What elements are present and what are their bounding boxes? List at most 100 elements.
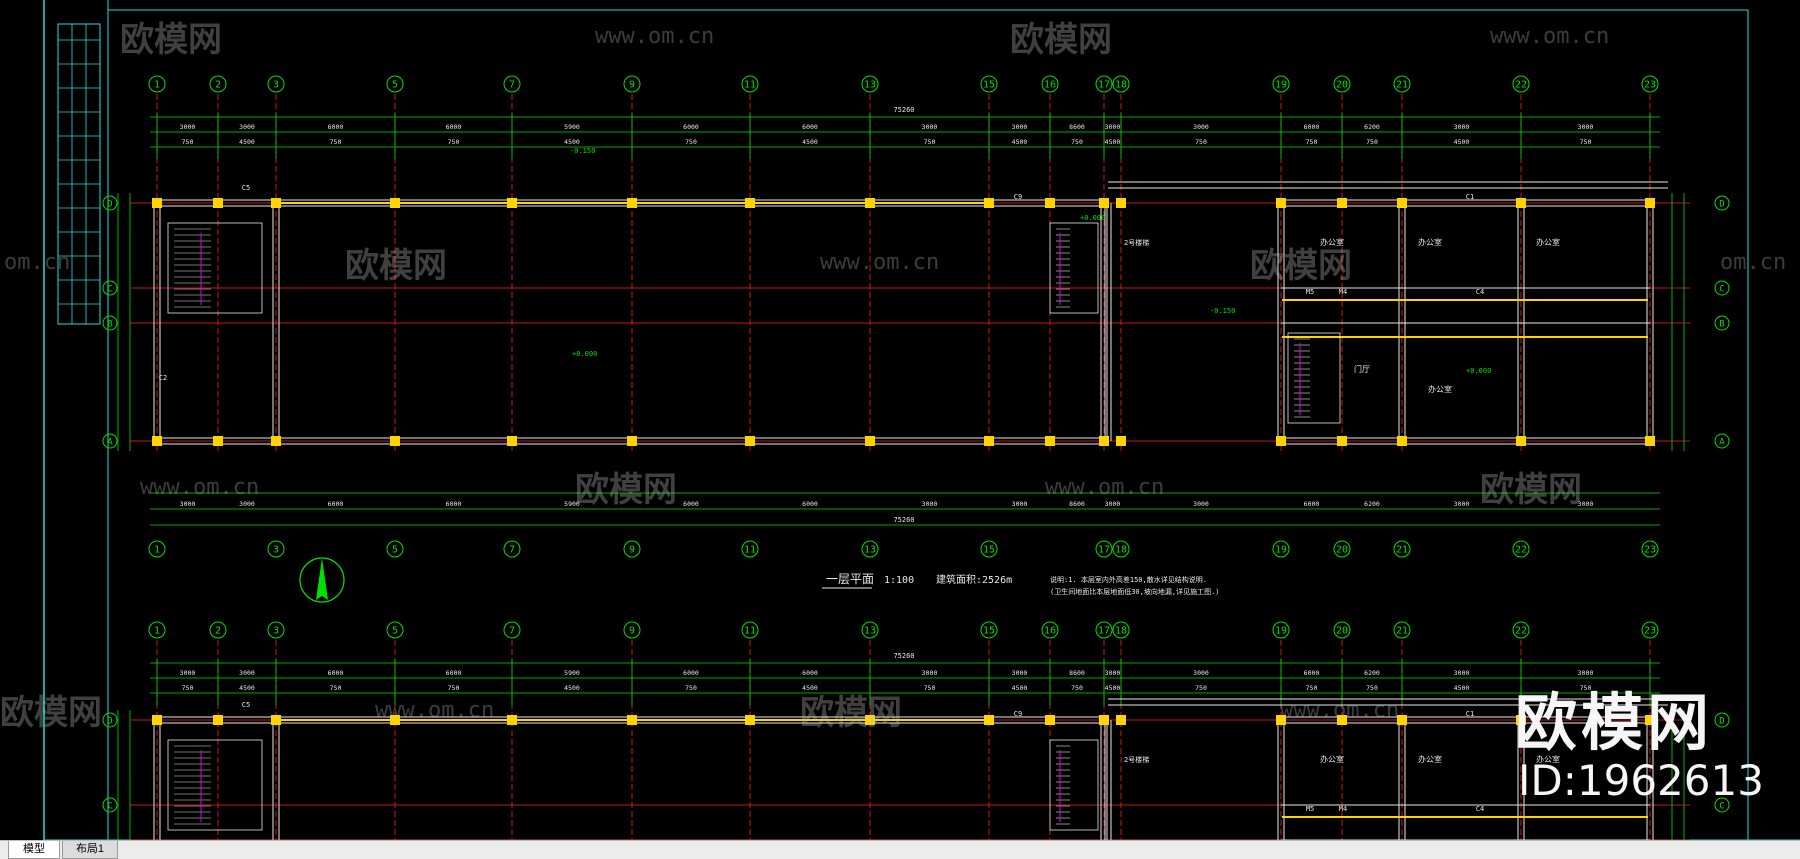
floor-plan-drawing[interactable]: 7526030007503000450060007506000750590045… bbox=[0, 0, 1800, 841]
beam-label: M4 bbox=[1339, 805, 1347, 813]
grid-bubble bbox=[148, 621, 166, 639]
dimension-text: 750 bbox=[1580, 684, 1592, 692]
structural-column bbox=[1276, 198, 1286, 208]
layout-tab-bar: 模型 布局1 bbox=[0, 840, 1800, 859]
grid-bubble bbox=[1095, 75, 1113, 93]
dimension-text: 6000 bbox=[446, 123, 462, 131]
dimension-text: 750 bbox=[1071, 684, 1083, 692]
structural-column bbox=[507, 198, 517, 208]
grid-bubble-label: 13 bbox=[864, 626, 876, 637]
beam-label: C9 bbox=[1014, 710, 1022, 718]
dimension-text: 750 bbox=[1366, 138, 1378, 146]
plan-title: 一层平面 bbox=[826, 572, 874, 586]
dimension-text: 3000 bbox=[922, 123, 938, 131]
grid-bubble bbox=[1272, 540, 1290, 558]
grid-bubble-label: 23 bbox=[1644, 545, 1656, 556]
dimension-text: 6000 bbox=[802, 669, 818, 677]
plan-area: 建筑面积:2526m bbox=[936, 573, 1012, 586]
dimension-text: 3000 bbox=[1578, 500, 1594, 508]
dimension-text: 6200 bbox=[1364, 500, 1380, 508]
beam-label: M4 bbox=[1339, 288, 1347, 296]
dimension-text: 3000 bbox=[180, 500, 196, 508]
dimension-text: 750 bbox=[1580, 138, 1592, 146]
structural-column bbox=[390, 436, 400, 446]
dimension-text: 3000 bbox=[1454, 669, 1470, 677]
grid-bubble-label: 13 bbox=[864, 545, 876, 556]
grid-bubble bbox=[1714, 797, 1730, 813]
structural-column bbox=[1645, 198, 1655, 208]
grid-bubble-label: 15 bbox=[983, 626, 995, 637]
grid-bubble bbox=[980, 75, 998, 93]
tab-layout1[interactable]: 布局1 bbox=[62, 841, 118, 859]
grid-bubble bbox=[861, 75, 879, 93]
dimension-text: 3000 bbox=[1105, 500, 1121, 508]
stair-note: 2号楼梯 bbox=[1124, 238, 1149, 247]
dimension-text: 750 bbox=[1195, 138, 1207, 146]
grid-bubble bbox=[1333, 621, 1351, 639]
dimension-text: 750 bbox=[448, 138, 460, 146]
grid-bubble-label: 22 bbox=[1515, 545, 1527, 556]
structural-column bbox=[1516, 715, 1526, 725]
dimension-text: 6000 bbox=[683, 500, 699, 508]
grid-bubble-label: 13 bbox=[864, 80, 876, 91]
structural-column bbox=[152, 436, 162, 446]
dimension-text: 6000 bbox=[802, 123, 818, 131]
grid-bubble bbox=[1272, 75, 1290, 93]
structural-column bbox=[213, 198, 223, 208]
structural-column bbox=[390, 715, 400, 725]
structural-column bbox=[1337, 715, 1347, 725]
dimension-text: 3000 bbox=[239, 500, 255, 508]
structural-column bbox=[1397, 436, 1407, 446]
grid-bubble-label: 7 bbox=[509, 626, 515, 637]
beam-label: C2 bbox=[159, 374, 167, 382]
dimension-total: 75260 bbox=[893, 652, 914, 660]
stair-outline bbox=[167, 222, 263, 314]
dimension-text: 3000 bbox=[1454, 500, 1470, 508]
dimension-text: 3000 bbox=[922, 669, 938, 677]
grid-bubble-label: 21 bbox=[1396, 545, 1408, 556]
grid-bubble-label: 15 bbox=[983, 80, 995, 91]
beam-label: C5 bbox=[242, 184, 250, 192]
grid-bubble-label: 16 bbox=[1044, 80, 1056, 91]
structural-column bbox=[1116, 198, 1126, 208]
grid-bubble-label: 5 bbox=[392, 545, 398, 556]
grid-bubble-label: 21 bbox=[1396, 80, 1408, 91]
grid-bubble-label: 2 bbox=[215, 80, 221, 91]
grid-bubble bbox=[1112, 621, 1130, 639]
grid-bubble-label: 21 bbox=[1396, 626, 1408, 637]
structural-column bbox=[745, 715, 755, 725]
structural-column bbox=[984, 198, 994, 208]
dimension-text: 6000 bbox=[1304, 669, 1320, 677]
grid-bubble bbox=[1714, 195, 1730, 211]
grid-bubble bbox=[503, 540, 521, 558]
structural-column bbox=[627, 715, 637, 725]
grid-bubble-label: 9 bbox=[629, 80, 635, 91]
elevation-mark: +0.000 bbox=[572, 350, 597, 358]
grid-bubble bbox=[1714, 315, 1730, 331]
structural-column bbox=[1397, 198, 1407, 208]
grid-bubble-label: C bbox=[1719, 285, 1724, 295]
grid-bubble bbox=[503, 75, 521, 93]
grid-bubble bbox=[503, 621, 521, 639]
grid-bubble bbox=[741, 540, 759, 558]
grid-bubble-label: B bbox=[107, 320, 112, 330]
structural-column bbox=[507, 715, 517, 725]
grid-bubble bbox=[1041, 621, 1059, 639]
dimension-text: 3000 bbox=[1578, 669, 1594, 677]
stair-outline bbox=[1287, 332, 1341, 424]
tab-model[interactable]: 模型 bbox=[8, 841, 60, 859]
dimension-text: 750 bbox=[182, 684, 194, 692]
grid-bubble bbox=[861, 621, 879, 639]
grid-bubble bbox=[267, 75, 285, 93]
grid-bubble-label: B bbox=[1719, 320, 1724, 330]
grid-bubble-label: 1 bbox=[154, 626, 160, 637]
grid-bubble bbox=[102, 315, 118, 331]
structural-column bbox=[271, 715, 281, 725]
dimension-text: 750 bbox=[685, 138, 697, 146]
structural-column bbox=[865, 436, 875, 446]
structural-column bbox=[984, 436, 994, 446]
structural-column bbox=[1276, 436, 1286, 446]
grid-bubble-label: 7 bbox=[509, 80, 515, 91]
room-label: 办公室 bbox=[1536, 237, 1560, 247]
